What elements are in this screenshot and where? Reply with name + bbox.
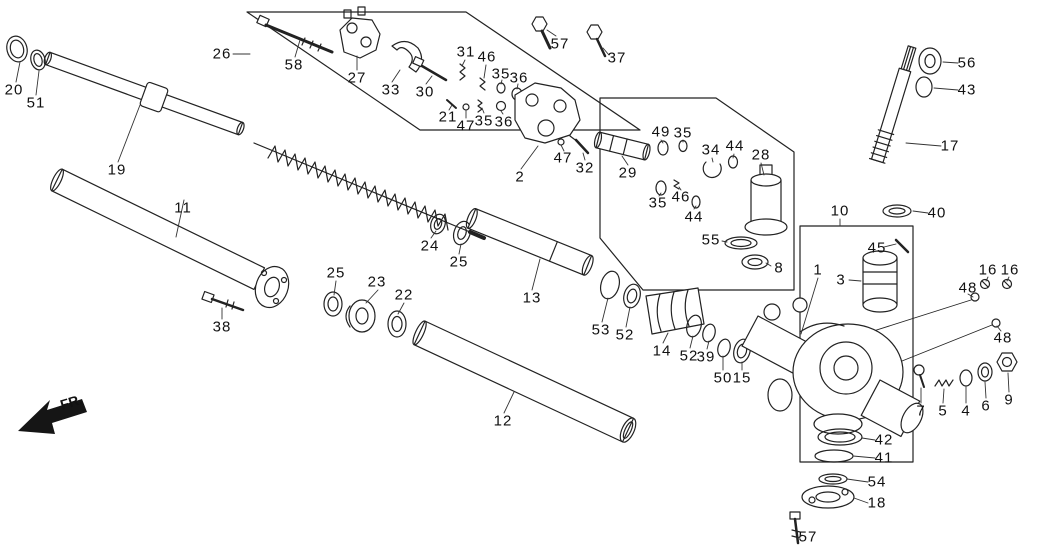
part-ring-52b	[686, 314, 702, 338]
part-rings-35-46-44	[655, 179, 701, 209]
part-ring-20	[6, 35, 28, 63]
part-gear-housing	[741, 297, 924, 438]
part-snap-ring-43	[915, 76, 933, 98]
part-tube-12	[412, 320, 637, 443]
part-washer-25b	[323, 291, 343, 317]
part-washer-6	[977, 362, 993, 382]
part-spool-29	[593, 131, 651, 161]
part-bearing-56	[918, 47, 942, 75]
part-ring-42	[817, 428, 863, 446]
part-ring-41	[814, 449, 854, 463]
part-bolt-7	[913, 364, 925, 388]
part-small-21-47-35-36	[446, 99, 507, 113]
part-spring-5	[934, 379, 954, 387]
part-guide-3	[862, 250, 898, 313]
part-boot-14	[645, 287, 705, 335]
part-bolt-58	[256, 14, 334, 54]
fr-label: FR.	[58, 391, 84, 413]
part-nut-9	[996, 352, 1018, 372]
part-bracket-27	[339, 6, 381, 59]
part-bolt-30	[412, 56, 448, 82]
part-tube-13	[465, 208, 594, 276]
part-clip-33	[391, 40, 423, 73]
part-ring-55	[724, 236, 758, 250]
leader-lines	[15, 29, 1010, 539]
part-ring-54	[818, 473, 848, 485]
fr-arrow-icon: FR.	[18, 391, 87, 434]
part-flange-18	[801, 485, 855, 509]
part-ring-52a	[623, 283, 641, 309]
part-bolt-38	[201, 290, 245, 312]
part-washer-25a	[452, 220, 472, 246]
part-washer-24	[430, 213, 446, 235]
part-valve-housing	[514, 82, 581, 144]
part-tube-11	[50, 168, 290, 309]
part-rack-spring-2	[253, 142, 486, 240]
part-bolt-57-top	[531, 16, 552, 50]
part-pin-45	[894, 238, 910, 254]
part-springs-31-46	[459, 63, 523, 101]
group-box-valve	[599, 97, 795, 291]
part-washer-22	[387, 310, 407, 338]
part-ring-50	[717, 338, 731, 358]
part-washer-4	[959, 369, 973, 387]
part-cup-8	[741, 254, 769, 270]
part-bolt-37	[586, 24, 607, 58]
part-washer-40	[882, 204, 912, 218]
part-clip-34	[702, 155, 739, 179]
part-ring-39	[702, 323, 716, 343]
part-ring-53	[599, 270, 621, 300]
part-bolt-57-bottom	[789, 511, 801, 545]
group-box-top	[246, 11, 641, 131]
part-bushing-23	[345, 299, 376, 333]
part-tube-19	[43, 51, 245, 136]
part-pin-47b-bolt-32	[557, 135, 590, 155]
part-valve-28	[744, 164, 788, 236]
part-pinion-17	[868, 45, 917, 164]
part-screws-16-48	[863, 278, 1013, 362]
